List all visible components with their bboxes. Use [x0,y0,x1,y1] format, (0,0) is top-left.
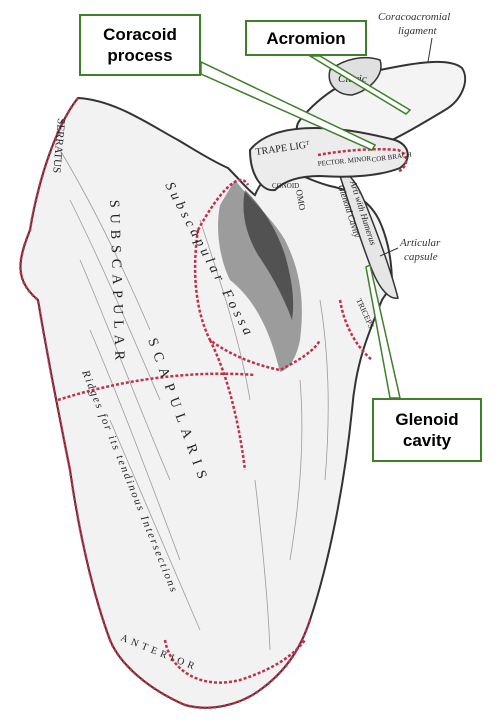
acromion-text: Acromion [266,28,346,48]
articular-capsule-leader [379,247,399,257]
omo-label: OMO [294,189,308,212]
serratus-outline [19,97,112,641]
coracoid-process-callout: Coracoid process [79,14,201,76]
muscle-outlines [19,97,408,709]
anterior-outline [163,639,306,684]
inner-ridge [208,339,247,471]
glenoid-line1: Glenoid [395,410,459,429]
glenoid-line2: cavity [402,431,452,450]
acromion-pointer [307,55,412,115]
subscapular-shadow [218,180,302,372]
glenoid-cavity-callout: Glenoid cavity [372,398,482,462]
acromion-callout: Acromion [245,20,367,56]
coracoacromial-ligament-label: Coracoacromial [378,11,450,23]
bone-hatching [59,149,329,651]
scapula-body [19,96,394,709]
teres-outline [108,619,312,709]
subscapular-label: SUBSCAPULAR [106,200,127,367]
pointer-lines [200,55,412,399]
ridge-line [57,372,256,402]
serratus-label: SERRATUS [50,118,67,174]
coracoid-pointer [200,60,377,151]
coracoid-line2: process [107,46,173,65]
coracoacromial-ligament-label-2: ligament [398,25,437,37]
subscapular-fossa-outline [193,178,322,372]
articular-capsule-label-2: capsule [404,251,438,263]
conoid-label: CONOID [272,182,299,190]
neck-shadow [243,190,294,320]
coracoacromial-leader [427,37,433,63]
glenoid-edge [336,169,399,299]
coracoid-line1: Coracoid [103,25,177,44]
pectoralis-outline [317,147,408,174]
articular-capsule-label: Articular [399,237,441,249]
